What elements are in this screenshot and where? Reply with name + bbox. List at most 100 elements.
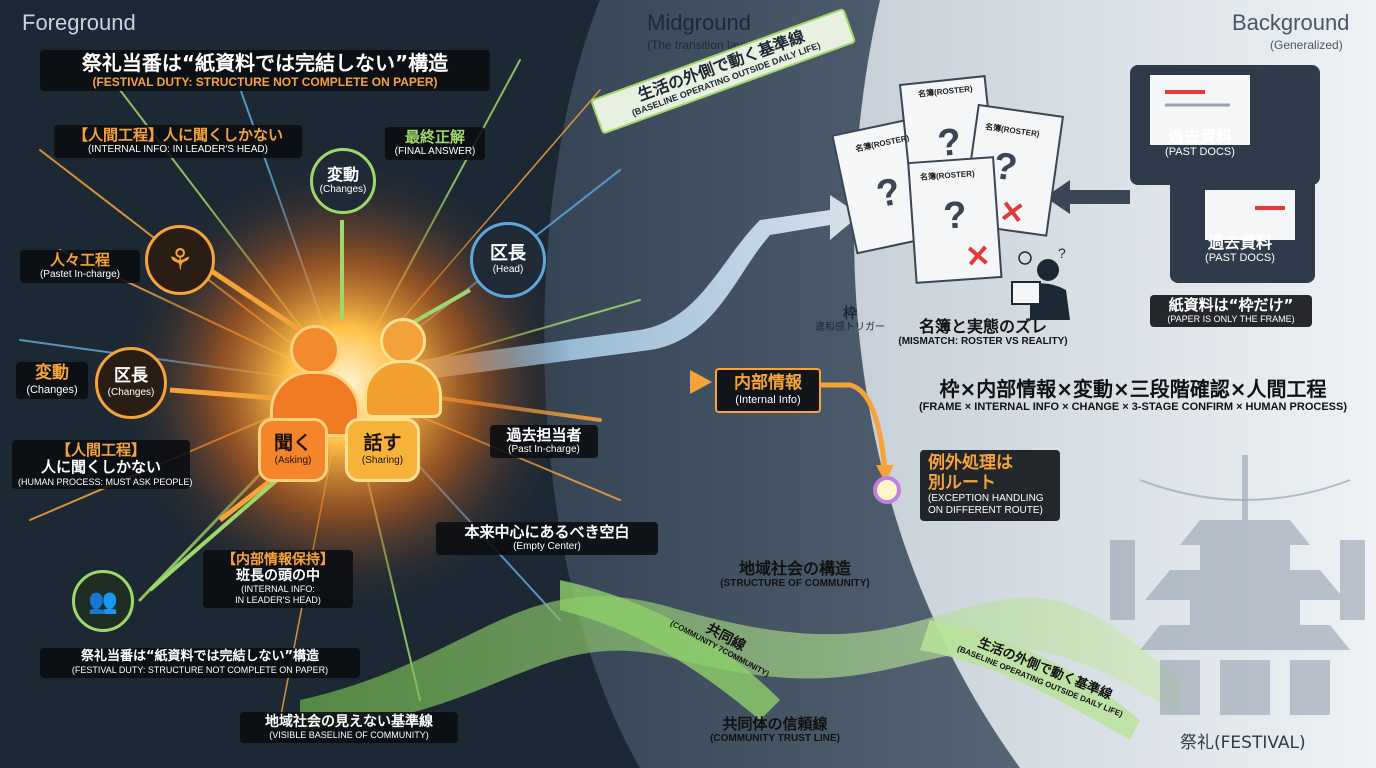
past-incharge-jp: 過去担当者: [506, 426, 582, 444]
changes-top-node: 変動 (Changes): [310, 148, 376, 214]
changes-side-en: (Changes): [26, 383, 78, 396]
people-icon: 👥: [72, 570, 134, 632]
title-top-en: (FESTIVAL DUTY: STRUCTURE NOT COMPLETE O…: [92, 75, 438, 89]
roster-doc-icon: ? ? ? ✕ ? ✕: [831, 74, 1065, 284]
frame-trigger: 枠 違和感トリガー: [800, 306, 900, 334]
human-process-top-en: (INTERNAL INFO: IN LEADER'S HEAD): [88, 144, 268, 156]
exception-en2: ON DIFFERENT ROUTE): [928, 505, 1043, 517]
final-answer-en: (FINAL ANSWER): [394, 146, 476, 158]
paper-frame: 紙資料は“枠だけ” (PAPER IS ONLY THE FRAME): [1150, 295, 1312, 328]
changes-side: 変動 (Changes): [16, 362, 88, 399]
folder-icon: [1170, 178, 1315, 283]
trust-line-en: (COMMUNITY TRUST LINE): [710, 733, 840, 745]
past-docs-2-en: (PAST DOCS): [1205, 252, 1275, 265]
confused-reader-icon: ?: [1011, 245, 1070, 320]
asking-bubble: 聞く (Asking): [258, 418, 328, 482]
changes-top-jp: 変動: [326, 164, 359, 184]
svg-text:?: ?: [1058, 245, 1066, 261]
asking-jp: 聞く: [273, 432, 312, 455]
human-process-left-jp2: 人に聞くしかない: [40, 458, 161, 477]
empty-center: 本来中心にあるべき空白 (Empty Center): [436, 522, 658, 556]
paper-frame-en: (PAPER IS ONLY THE FRAME): [1167, 314, 1295, 325]
internal-info-hold-jp1: 【内部情報保持】: [222, 552, 334, 568]
human-process-top-jp: 【人間工程】人に聞くしかない: [72, 126, 283, 144]
human-process-left-en: (HUMAN PROCESS: MUST ASK PEOPLE): [18, 476, 193, 487]
head-left-jp: 区長: [114, 366, 148, 387]
exception-en1: (EXCEPTION HANDLING: [928, 493, 1044, 505]
head-right-jp: 区長: [490, 242, 526, 264]
formula-en: (FRAME × INTERNAL INFO × CHANGE × 3-STAG…: [918, 401, 1347, 413]
internal-info-hold-en2: IN LEADER'S HEAD): [235, 594, 321, 605]
past-docs-2: 過去資料 (PAST DOCS): [1190, 233, 1290, 266]
folder-icon: [1130, 65, 1320, 185]
paper-frame-jp: 紙資料は“枠だけ”: [1168, 296, 1294, 314]
internal-info-hold: 【内部情報保持】 班長の頭の中 (INTERNAL INFO: IN LEADE…: [203, 550, 353, 608]
visible-baseline: 地域社会の見えない基準線 (VISIBLE BASELINE OF COMMUN…: [240, 712, 458, 743]
mismatch-jp: 名簿と実態のズレ: [918, 317, 1047, 336]
visible-baseline-jp: 地域社会の見えない基準線: [265, 714, 433, 730]
sharing-en: (Sharing): [361, 454, 404, 466]
internal-info-jp: 内部情報: [734, 373, 802, 393]
final-answer: 最終正解 (FINAL ANSWER): [385, 127, 485, 161]
visible-baseline-en: (VISIBLE BASELINE OF COMMUNITY): [269, 730, 429, 741]
pastet-label: 人々工程 (Pastet In-charge): [20, 250, 140, 284]
past-docs-2-jp: 過去資料: [1207, 233, 1272, 252]
svg-text:✕: ✕: [997, 195, 1026, 231]
internal-info-hold-jp2: 班長の頭の中: [236, 568, 320, 585]
empty-center-en: (Empty Center): [513, 541, 581, 553]
community-structure-jp: 地域社会の構造: [738, 559, 851, 578]
internal-info-en: (Internal Info): [735, 393, 801, 406]
title-top: 祭礼当番は“紙資料では完結しない”構造 (FESTIVAL DUTY: STRU…: [40, 50, 490, 92]
final-answer-jp: 最終正解: [404, 128, 465, 146]
empty-center-jp: 本来中心にあるべき空白: [464, 523, 630, 541]
background-sublabel: (Generalized): [1270, 38, 1343, 52]
internal-info-box: 内部情報 (Internal Info): [715, 368, 821, 413]
mismatch: 名簿と実態のズレ (MISMATCH: ROSTER VS REALITY): [898, 317, 1068, 348]
exception-jp1: 例外処理は: [928, 453, 1013, 473]
changes-top-en: (Changes): [319, 184, 367, 196]
formula-jp: 枠×内部情報×変動×三段階確認×人間工程: [939, 377, 1327, 401]
human-process-top: 【人間工程】人に聞くしかない (INTERNAL INFO: IN LEADER…: [54, 125, 302, 159]
mismatch-en: (MISMATCH: ROSTER VS REALITY): [898, 336, 1068, 348]
past-docs-1-jp: 過去資料: [1167, 127, 1232, 146]
frame-trigger-sub: 違和感トリガー: [815, 322, 885, 334]
title-bottom-en: (FESTIVAL DUTY: STRUCTURE NOT COMPLETE O…: [71, 664, 329, 675]
human-process-left: 【人間工程】 人に聞くしかない (HUMAN PROCESS: MUST ASK…: [12, 440, 193, 490]
shrine-icon: [1110, 455, 1365, 715]
changes-side-jp: 変動: [35, 363, 69, 383]
head-left-node: 区長 (Changes): [95, 347, 167, 419]
title-bottom-jp: 祭礼当番は“紙資料では完結しない”構造: [80, 649, 320, 664]
person-sharing-icon: [360, 318, 442, 418]
trust-line: 共同体の信頼線 (COMMUNITY TRUST LINE): [690, 715, 860, 745]
asking-en: (Asking): [274, 454, 312, 466]
frame-trigger-jp: 枠: [843, 306, 857, 322]
head-right-node: 区長 (Head): [470, 222, 546, 298]
head-right-en: (Head): [492, 264, 524, 276]
svg-text:?: ?: [942, 194, 968, 238]
pastet-en: (Pastet In-charge): [39, 269, 121, 281]
exception-jp2: 別ルート: [928, 472, 996, 493]
festival-label: 祭礼(FESTIVAL): [1180, 733, 1306, 753]
past-docs-1-en: (PAST DOCS): [1165, 146, 1235, 159]
svg-text:?: ?: [936, 121, 963, 165]
exception-box: 例外処理は 別ルート (EXCEPTION HANDLING ON DIFFER…: [920, 450, 1060, 522]
head-left-en: (Changes): [107, 386, 155, 398]
past-incharge-en: (Past In-charge): [508, 444, 580, 456]
network-icon: ⚘: [145, 225, 215, 295]
community-structure-en: (STRUCTURE OF COMMUNITY): [720, 578, 870, 590]
title-bottom: 祭礼当番は“紙資料では完結しない”構造 (FESTIVAL DUTY: STRU…: [40, 648, 360, 678]
internal-info-hold-en1: (INTERNAL INFO:: [241, 584, 315, 595]
svg-text:✕: ✕: [964, 240, 991, 275]
past-incharge: 過去担当者 (Past In-charge): [490, 425, 598, 459]
pastet-jp: 人々工程: [49, 251, 110, 269]
midground-label: Midground: [647, 10, 751, 35]
title-top-jp: 祭礼当番は“紙資料では完結しない”構造: [81, 51, 449, 75]
foreground-label: Foreground: [22, 10, 136, 35]
sharing-jp: 話す: [363, 432, 402, 455]
community-structure: 地域社会の構造 (STRUCTURE OF COMMUNITY): [700, 559, 890, 590]
past-docs-1: 過去資料 (PAST DOCS): [1150, 127, 1250, 160]
background-label: Background: [1232, 10, 1350, 35]
formula: 枠×内部情報×変動×三段階確認×人間工程 (FRAME × INTERNAL I…: [918, 378, 1348, 414]
